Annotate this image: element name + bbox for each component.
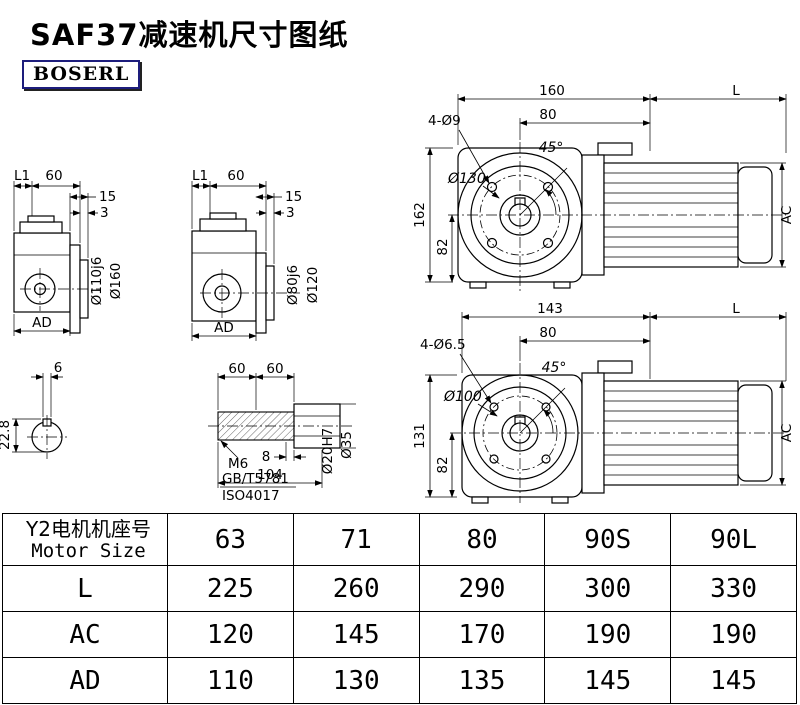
dim-label-length: 104 <box>257 467 283 483</box>
dim-label-half: 80 <box>539 107 556 123</box>
dim-label-spigot: Ø80j6 <box>285 265 301 305</box>
dim-label-key-depth: 22.8 <box>0 420 13 450</box>
table-row-ac: AC 120 145 170 190 190 <box>2 611 797 658</box>
dim-label-bolt-circle: Ø130 <box>447 171 486 187</box>
standard-label-2: ISO4017 <box>222 488 280 504</box>
dim-label-bolt-circle: Ø100 <box>443 389 482 405</box>
motor-size-90l: 90L <box>670 513 797 566</box>
dim-label-outer: Ø35 <box>339 431 355 459</box>
shaft-key-section: 6 22.8 <box>0 360 67 459</box>
value-cell: 290 <box>418 565 546 612</box>
motor-size-90s: 90S <box>544 513 672 566</box>
dim-label-spigot: Ø110j6 <box>89 257 105 306</box>
brand-text: BOSERL <box>33 63 130 85</box>
motor-size-header-cell: Y2电机机座号 Motor Size <box>2 513 168 566</box>
gearbox-side-view-160: L1 60 15 3 Ø110j6 Ø160 AD <box>13 168 124 336</box>
motor-size-label-en: Motor Size <box>31 539 146 562</box>
page-title: SAF37减速机尺寸图纸 <box>30 18 349 52</box>
dim-label-center-height: 82 <box>435 238 451 255</box>
dim-label-ac: AC <box>779 206 795 224</box>
motor-size-80: 80 <box>418 513 546 566</box>
dim-label-motor-length: L <box>732 301 740 317</box>
value-cell: 145 <box>670 657 797 704</box>
dim-label-60: 60 <box>227 168 244 184</box>
dim-label-60: 60 <box>45 168 62 184</box>
value-cell: 225 <box>167 565 294 612</box>
dim-label-key-width: 6 <box>54 360 63 376</box>
dim-label-center-height: 82 <box>435 456 451 473</box>
row-label-ad: AD <box>2 657 168 704</box>
dim-label-holes: 4-Ø9 <box>428 113 461 129</box>
value-cell: 190 <box>670 611 797 658</box>
dim-label-angle: 45° <box>539 140 564 156</box>
hollow-shaft-detail: 60 60 M6 GB/T5781 ISO4017 8 104 Ø20H7 Ø3… <box>208 361 356 504</box>
value-cell: 190 <box>544 611 672 658</box>
value-cell: 170 <box>418 611 546 658</box>
motor-size-63: 63 <box>167 513 294 566</box>
gearbox-side-view-120: L1 60 15 3 Ø80j6 Ø120 AD <box>191 168 321 341</box>
dim-label-seg1: 60 <box>228 361 245 377</box>
row-label-l: L <box>2 565 168 612</box>
dim-label-ad: AD <box>32 315 52 331</box>
motor-size-71: 71 <box>292 513 420 566</box>
value-cell: 260 <box>292 565 420 612</box>
dim-label-holes: 4-Ø6.5 <box>420 337 466 353</box>
thread-label: M6 <box>228 456 248 472</box>
dim-label-angle: 45° <box>542 360 567 376</box>
assembly-view-1: 45° Ø130 4-Ø9 160 L 80 162 82 <box>412 85 795 291</box>
brand-logo: BOSERL <box>22 60 141 89</box>
dim-label-motor-length: L <box>732 85 740 99</box>
value-cell: 120 <box>167 611 294 658</box>
dim-label-3: 3 <box>100 205 109 221</box>
value-cell: 300 <box>544 565 672 612</box>
table-row-ad: AD 110 130 135 145 145 <box>2 657 797 704</box>
dim-label-flange: Ø120 <box>305 267 321 303</box>
dim-label-15: 15 <box>285 189 302 205</box>
value-cell: 145 <box>544 657 672 704</box>
dim-label-width: 160 <box>539 85 565 99</box>
value-cell: 130 <box>292 657 420 704</box>
value-cell: 145 <box>292 611 420 658</box>
dim-label-step: 8 <box>262 449 271 465</box>
dim-label-bore: Ø20H7 <box>320 428 336 475</box>
motor-size-label-cn: Y2电机机座号 <box>26 516 151 541</box>
assembly-view-2: 45° Ø100 4-Ø6.5 143 L 80 131 82 <box>412 301 795 504</box>
dim-label-ad: AD <box>214 320 234 336</box>
dim-label-flange: Ø160 <box>108 263 124 299</box>
dim-label-seg2: 60 <box>266 361 283 377</box>
dim-label-3: 3 <box>286 205 295 221</box>
table-row-l: L 225 260 290 300 330 <box>2 565 797 612</box>
dim-label-l1: L1 <box>14 168 30 184</box>
dim-label-height: 162 <box>412 202 428 228</box>
technical-drawing: L1 60 15 3 Ø110j6 Ø160 AD <box>0 85 795 504</box>
dim-label-width: 143 <box>537 301 563 317</box>
dim-label-ac: AC <box>779 424 795 442</box>
value-cell: 330 <box>670 565 797 612</box>
value-cell: 110 <box>167 657 294 704</box>
dim-label-half: 80 <box>539 325 556 341</box>
dim-label-l1: L1 <box>192 168 208 184</box>
table-header-row: Y2电机机座号 Motor Size 63 71 80 90S 90L <box>2 513 797 566</box>
row-label-ac: AC <box>2 611 168 658</box>
dim-label-15: 15 <box>99 189 116 205</box>
dim-label-height: 131 <box>412 423 428 449</box>
value-cell: 135 <box>418 657 546 704</box>
dimension-table: Y2电机机座号 Motor Size 63 71 80 90S 90L L 22… <box>2 513 797 704</box>
